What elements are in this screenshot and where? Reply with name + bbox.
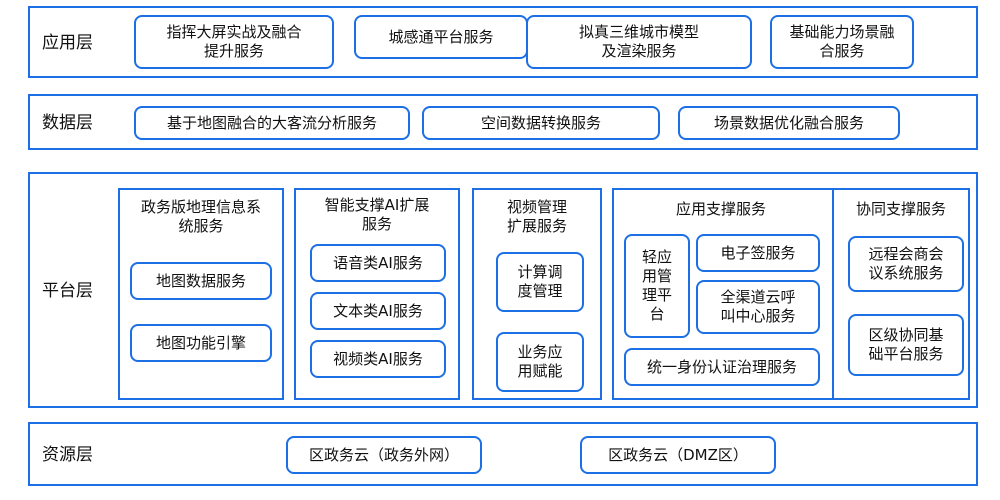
map-data-service-box: 地图数据服务 xyxy=(130,262,272,300)
3d-city-model-box: 拟真三维城市模型 及渲染服务 xyxy=(526,15,752,69)
application-layer-label: 应用层 xyxy=(42,33,93,53)
scene-data-optimization-box: 场景数据优化融合服务 xyxy=(678,106,900,140)
platform-layer-label: 平台层 xyxy=(42,281,93,301)
support-services-group: 应用支撑服务 协同支撑服务 轻应 用管 理平 台 电子签服务 全渠道云呼 叫中心… xyxy=(612,188,970,400)
remote-conference-box: 远程会商会 议系统服务 xyxy=(848,236,964,292)
ai-extension-group: 智能支撑AI扩展 服务 语音类AI服务 文本类AI服务 视频类AI服务 xyxy=(294,188,460,400)
district-collab-platform-box: 区级协同基 础平台服务 xyxy=(848,314,964,376)
identity-governance-box: 统一身份认证治理服务 xyxy=(624,348,820,386)
city-sense-platform-box: 城感通平台服务 xyxy=(354,15,528,59)
data-layer-label: 数据层 xyxy=(42,113,93,133)
e-signature-service-box: 电子签服务 xyxy=(696,234,820,272)
text-ai-service-box: 文本类AI服务 xyxy=(310,292,446,330)
spatial-data-conversion-box: 空间数据转换服务 xyxy=(422,106,660,140)
call-center-service-box: 全渠道云呼 叫中心服务 xyxy=(696,280,820,334)
resource-layer: 资源层 区政务云（政务外网） 区政务云（DMZ区） xyxy=(28,422,978,486)
data-layer: 数据层 基于地图融合的大客流分析服务 空间数据转换服务 场景数据优化融合服务 xyxy=(28,94,978,150)
video-ai-service-box: 视频类AI服务 xyxy=(310,340,446,378)
support-divider xyxy=(832,190,834,398)
platform-layer: 平台层 政务版地理信息系 统服务 地图数据服务 地图功能引擎 智能支撑AI扩展 … xyxy=(28,172,978,408)
video-management-group: 视频管理 扩展服务 计算调 度管理 业务应 用赋能 xyxy=(472,188,602,400)
map-function-engine-box: 地图功能引擎 xyxy=(130,324,272,362)
passenger-flow-analysis-box: 基于地图融合的大客流分析服务 xyxy=(134,106,410,140)
gov-cloud-dmz-box: 区政务云（DMZ区） xyxy=(580,436,776,474)
scene-fusion-service-box: 基础能力场景融 合服务 xyxy=(770,15,914,69)
collab-support-title: 协同支撑服务 xyxy=(855,200,946,218)
gis-service-group: 政务版地理信息系 统服务 地图数据服务 地图功能引擎 xyxy=(118,188,284,400)
application-layer: 应用层 指挥大屏实战及融合 提升服务 城感通平台服务 拟真三维城市模型 及渲染服… xyxy=(28,6,978,78)
gov-cloud-extranet-box: 区政务云（政务外网） xyxy=(286,436,482,474)
video-management-title: 视频管理 扩展服务 xyxy=(506,198,567,235)
voice-ai-service-box: 语音类AI服务 xyxy=(310,244,446,282)
light-app-platform-box: 轻应 用管 理平 台 xyxy=(624,234,690,338)
compute-scheduling-box: 计算调 度管理 xyxy=(496,252,584,312)
resource-layer-label: 资源层 xyxy=(42,445,93,465)
app-support-title: 应用支撑服务 xyxy=(675,200,766,218)
command-screen-service-box: 指挥大屏实战及融合 提升服务 xyxy=(134,15,334,69)
gis-service-title: 政务版地理信息系 统服务 xyxy=(140,198,261,235)
ai-extension-title: 智能支撑AI扩展 服务 xyxy=(324,196,430,233)
business-enablement-box: 业务应 用赋能 xyxy=(496,332,584,392)
